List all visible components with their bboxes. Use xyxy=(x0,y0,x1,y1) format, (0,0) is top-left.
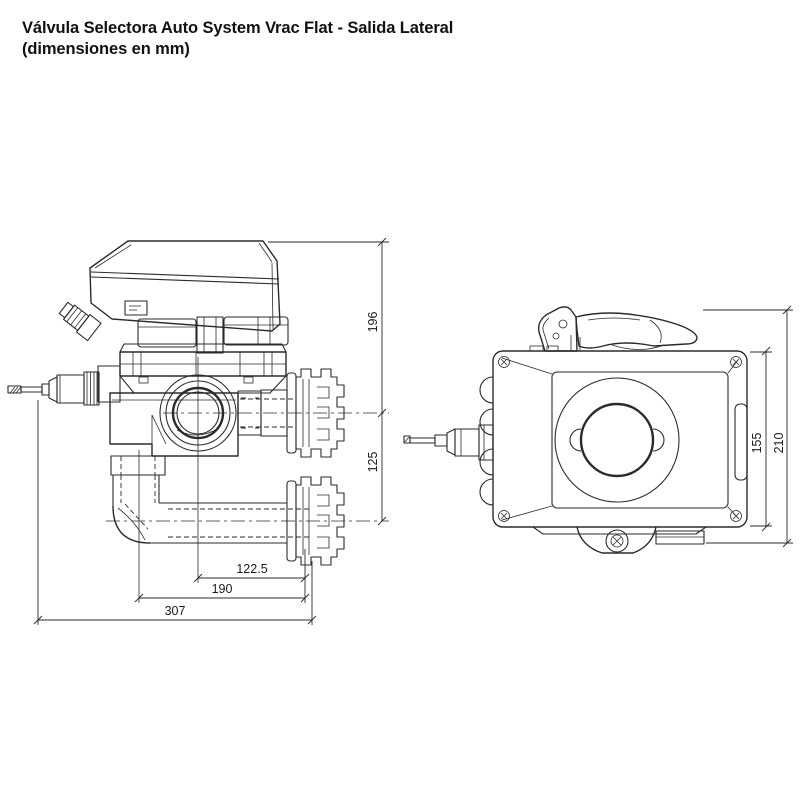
side-slot xyxy=(734,403,748,481)
side-view-dimensions: 196 125 122.5 190 307 xyxy=(33,237,389,625)
probe-boss xyxy=(97,365,121,403)
actuator-head xyxy=(58,240,281,342)
dim-total-height-label: 210 xyxy=(772,433,786,454)
dim-width-mid-label: 190 xyxy=(212,582,233,596)
side-view-centerlines xyxy=(106,357,389,603)
head-flanges xyxy=(137,316,289,354)
front-view-dimensions: 155 210 xyxy=(703,305,793,548)
drain-elbow xyxy=(110,455,345,566)
title-line: Válvula Selectora Auto System Vrac Flat … xyxy=(22,19,454,37)
head-knob xyxy=(58,301,102,342)
page-title: Válvula Selectora Auto System Vrac Flat … xyxy=(22,18,453,60)
left-bumps xyxy=(479,376,494,506)
valve-cover xyxy=(119,343,287,394)
bottom-mount xyxy=(532,526,707,554)
dim-width-inner-label: 122.5 xyxy=(236,562,267,576)
dim-body-height-label: 155 xyxy=(750,433,764,454)
front-view-drawing: 155 210 xyxy=(403,305,793,554)
subtitle-line: (dimensiones en mm) xyxy=(22,40,190,58)
front-port xyxy=(554,377,680,503)
mount-screw xyxy=(605,529,629,553)
head-display xyxy=(124,300,148,316)
dim-height-top-label: 196 xyxy=(366,312,380,333)
probe-front xyxy=(403,424,494,461)
side-view-drawing: 196 125 122.5 190 307 xyxy=(7,237,389,625)
dim-height-bottom-label: 125 xyxy=(366,452,380,473)
probe-side xyxy=(7,365,121,406)
dim-width-total-label: 307 xyxy=(165,604,186,618)
handle xyxy=(537,306,698,352)
front-body xyxy=(492,345,748,528)
